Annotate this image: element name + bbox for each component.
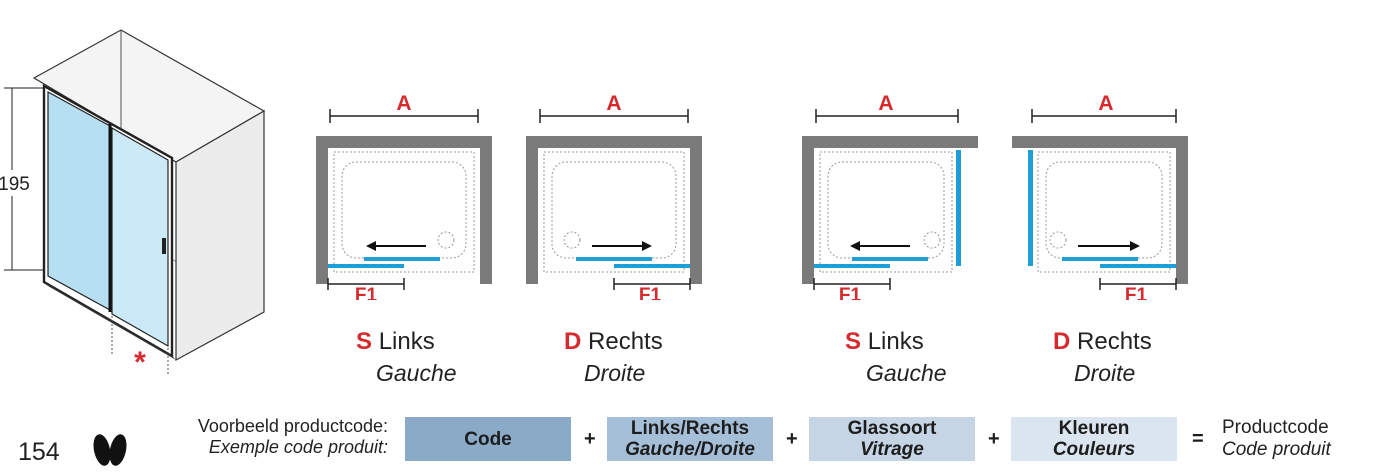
layout-code-4: D <box>1053 328 1071 355</box>
equals-sign: = <box>1192 428 1204 450</box>
layout-caption-2: D Rechts <box>564 330 663 354</box>
glass-box: Glassoort Vitrage <box>809 417 975 461</box>
color-box: Kleuren Couleurs <box>1011 417 1177 461</box>
product-drawing: 195 * <box>0 29 266 379</box>
layout-diagram-3: A F1 <box>802 92 978 300</box>
layout-side-1: Links <box>378 328 435 355</box>
code-box: Code <box>405 417 571 461</box>
layout-side-fr-3: Gauche <box>866 360 947 386</box>
plus-sign-2: + <box>786 428 798 450</box>
layout-diagram-4: A F1 <box>1012 92 1188 300</box>
layout-side-fr-1: Gauche <box>376 360 457 386</box>
layout-code-3: S <box>845 328 862 355</box>
result-nl: Productcode <box>1222 417 1329 438</box>
plus-sign-1: + <box>584 428 596 450</box>
layout-side-2: Rechts <box>588 328 663 355</box>
product-code-result: Productcode Code produit <box>1222 417 1331 461</box>
height-label: 195 <box>0 174 30 195</box>
layout-caption-1: S Links <box>356 330 435 354</box>
fixed-panel-label-3: F1 <box>839 285 862 300</box>
orientation-box-fr: Gauche/Droite <box>625 439 755 460</box>
glass-box-fr: Vitrage <box>860 439 924 460</box>
layout-side-fr-4: Droite <box>1074 360 1136 386</box>
layout-code-2: D <box>564 328 582 355</box>
plus-sign-3: + <box>988 428 1000 450</box>
layout-diagram-1: A F1 <box>316 92 492 300</box>
orientation-box-nl: Links/Rechts <box>630 418 750 439</box>
brand-logo-icon <box>93 434 127 466</box>
result-fr: Code produit <box>1222 439 1331 460</box>
dimension-a-4: A <box>1098 92 1113 115</box>
orientation-box: Links/Rechts Gauche/Droite <box>607 417 773 461</box>
fixed-panel-label-2: F1 <box>639 285 662 300</box>
fixed-panel-label-1: F1 <box>355 285 378 300</box>
legend-nl: Voorbeeld productcode: <box>197 416 388 436</box>
legend-fr: Exemple code produit: <box>208 437 388 457</box>
code-box-label: Code <box>464 428 512 450</box>
color-box-fr: Couleurs <box>1052 439 1136 460</box>
layout-side-fr-2: Droite <box>584 360 646 386</box>
dimension-a-2: A <box>606 92 621 115</box>
dimension-a-1: A <box>396 92 411 115</box>
layout-caption-3: S Links <box>845 330 924 354</box>
layout-caption-4: D Rechts <box>1053 330 1152 354</box>
layout-diagram-2: A F1 <box>526 92 702 300</box>
product-code-legend: Voorbeeld productcode: Exemple code prod… <box>150 416 388 458</box>
page-number: 154 <box>18 438 60 466</box>
glass-box-nl: Glassoort <box>847 418 937 439</box>
dimension-a-3: A <box>878 92 893 115</box>
asterisk-marker: * <box>134 346 146 379</box>
color-box-nl: Kleuren <box>1058 418 1130 439</box>
fixed-panel-label-4: F1 <box>1125 285 1148 300</box>
layout-side-3: Links <box>867 328 924 355</box>
layout-code-1: S <box>356 328 373 355</box>
layout-side-4: Rechts <box>1077 328 1152 355</box>
